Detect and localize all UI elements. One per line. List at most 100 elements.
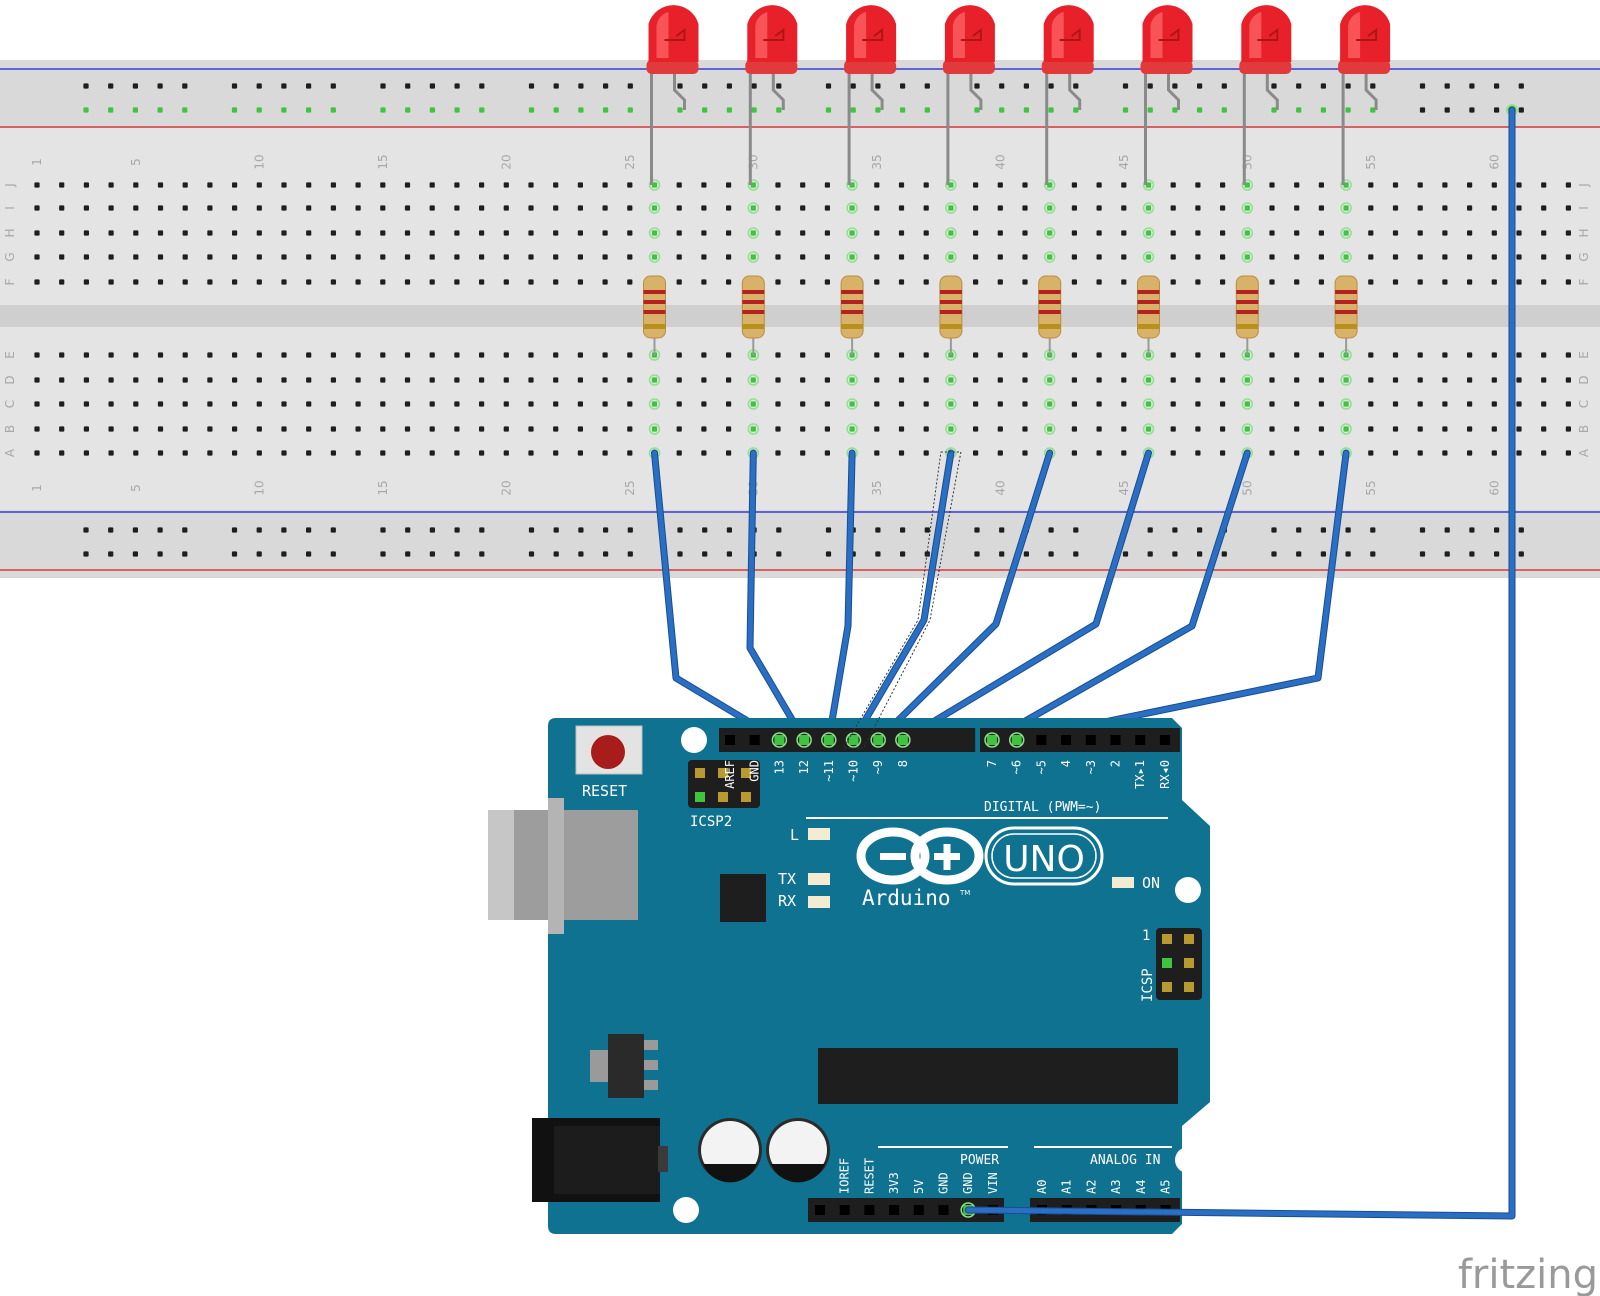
breadboard-hole bbox=[330, 254, 336, 260]
wire-selection-outline bbox=[842, 451, 962, 749]
row-letter: D bbox=[1577, 375, 1591, 384]
column-number: 1 bbox=[30, 484, 44, 492]
column-number: 15 bbox=[376, 154, 390, 169]
digital-pin[interactable] bbox=[897, 735, 908, 745]
rail-hole bbox=[1518, 107, 1524, 113]
rail-hole bbox=[1048, 551, 1054, 557]
signal-wire[interactable] bbox=[851, 450, 954, 743]
breadboard-hole bbox=[1368, 426, 1374, 432]
rail-hole bbox=[677, 107, 683, 113]
power-pin[interactable] bbox=[938, 1205, 949, 1215]
digital-pin[interactable] bbox=[774, 735, 785, 745]
breadboard-hole bbox=[627, 377, 633, 383]
digital-pin[interactable] bbox=[1011, 735, 1022, 745]
signal-wire[interactable] bbox=[900, 450, 1151, 743]
digital-pin[interactable] bbox=[749, 735, 760, 745]
breadboard-hole bbox=[1467, 401, 1473, 407]
digital-pin[interactable] bbox=[1110, 735, 1121, 745]
breadboard-hole bbox=[380, 182, 386, 188]
rail-hole bbox=[429, 83, 435, 89]
row-letter: I bbox=[3, 206, 17, 210]
rail-hole bbox=[900, 107, 906, 113]
row-letter: H bbox=[3, 228, 17, 237]
resistor bbox=[939, 275, 963, 355]
digital-pin-label: AREF bbox=[723, 760, 737, 789]
hole-highlight bbox=[747, 423, 760, 435]
breadboard-hole bbox=[133, 401, 139, 407]
analog-pin-label: A1 bbox=[1060, 1180, 1074, 1194]
breadboard-hole bbox=[874, 426, 880, 432]
hole-highlight bbox=[648, 202, 661, 214]
gnd-wire[interactable] bbox=[965, 107, 1515, 1219]
breadboard-hole bbox=[1022, 401, 1028, 407]
breadboard-hole bbox=[355, 182, 361, 188]
digital-pin[interactable] bbox=[848, 735, 859, 745]
breadboard-hole bbox=[1516, 182, 1522, 188]
breadboard-hole bbox=[256, 279, 262, 285]
signal-wire[interactable] bbox=[826, 450, 855, 743]
breadboard-hole bbox=[898, 426, 905, 432]
rail-hole bbox=[108, 107, 114, 113]
breadboard-hole bbox=[306, 352, 312, 358]
row-letter: G bbox=[3, 252, 17, 261]
breadboard-hole bbox=[1417, 426, 1423, 432]
reset-button[interactable] bbox=[575, 725, 643, 775]
breadboard-hole bbox=[1442, 205, 1448, 211]
hole-highlight bbox=[1241, 251, 1254, 263]
hole-highlight bbox=[747, 251, 760, 263]
digital-pin[interactable] bbox=[1135, 735, 1146, 745]
rail-hole bbox=[231, 527, 238, 533]
breadboard-hole bbox=[133, 426, 139, 432]
breadboard-hole bbox=[577, 279, 583, 285]
breadboard-hole bbox=[59, 352, 65, 358]
digital-pin[interactable] bbox=[823, 735, 834, 745]
rail-hole bbox=[157, 527, 163, 533]
digital-pin[interactable] bbox=[1085, 735, 1096, 745]
breadboard-hole bbox=[1467, 426, 1473, 432]
breadboard-hole bbox=[404, 182, 411, 188]
breadboard-hole bbox=[1220, 401, 1226, 407]
rail-hole bbox=[1444, 107, 1450, 113]
digital-pin[interactable] bbox=[799, 735, 810, 745]
hole-highlight bbox=[945, 227, 957, 239]
breadboard-hole bbox=[800, 377, 806, 383]
breadboard-hole bbox=[874, 230, 880, 236]
power-pin[interactable] bbox=[839, 1205, 850, 1215]
power-pin[interactable] bbox=[913, 1205, 924, 1215]
hole-highlight bbox=[945, 374, 957, 386]
breadboard-hole bbox=[1343, 377, 1349, 383]
digital-pin[interactable] bbox=[1061, 735, 1072, 745]
rail-hole bbox=[875, 83, 881, 89]
power-pin[interactable] bbox=[864, 1205, 875, 1215]
digital-pin[interactable] bbox=[873, 735, 884, 745]
digital-pin[interactable] bbox=[1036, 735, 1047, 745]
digital-pin-label: 2 bbox=[1109, 760, 1123, 767]
hole-highlight bbox=[648, 423, 661, 435]
rail-hole bbox=[1023, 83, 1029, 89]
rail-hole bbox=[182, 83, 188, 89]
digital-pin[interactable] bbox=[987, 735, 997, 745]
hole-highlight bbox=[945, 179, 957, 191]
breadboard-hole bbox=[108, 182, 114, 188]
rail-hole bbox=[924, 527, 930, 533]
icsp-pin bbox=[1184, 934, 1194, 944]
digital-pin[interactable] bbox=[1159, 735, 1170, 745]
breadboard-hole bbox=[232, 182, 238, 188]
rail-hole bbox=[1345, 527, 1351, 533]
leds bbox=[646, 5, 1391, 185]
signal-wire[interactable] bbox=[989, 450, 1250, 743]
breadboard-hole bbox=[701, 254, 707, 260]
signal-wire[interactable] bbox=[875, 450, 1053, 743]
breadboard-hole bbox=[1318, 205, 1324, 211]
rail-hole bbox=[1023, 107, 1029, 113]
breadboard-hole bbox=[923, 426, 929, 432]
breadboard-hole bbox=[380, 230, 386, 236]
breadboard-hole bbox=[108, 426, 114, 432]
rail-hole bbox=[875, 551, 881, 557]
power-pin[interactable] bbox=[889, 1205, 900, 1215]
hole-highlight bbox=[648, 398, 661, 410]
digital-pin[interactable] bbox=[725, 735, 735, 745]
signal-wire[interactable] bbox=[747, 450, 807, 743]
power-pin[interactable] bbox=[815, 1205, 825, 1215]
rail-hole bbox=[479, 551, 485, 557]
